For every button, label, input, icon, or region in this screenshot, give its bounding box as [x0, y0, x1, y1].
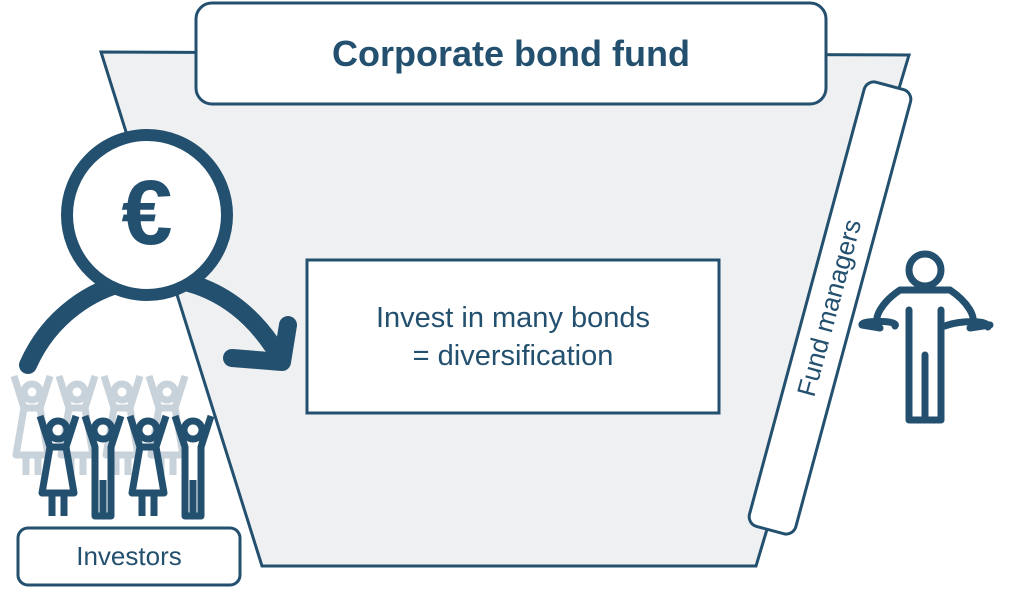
euro-symbol-icon: € [121, 162, 173, 264]
investors-background-icon [10, 376, 185, 475]
fund-managers-box [747, 80, 913, 536]
fund-manager-icon [858, 250, 994, 424]
page-title: Corporate bond fund [332, 33, 690, 74]
euro-coin-icon [61, 129, 233, 301]
arrowhead-icon [223, 316, 297, 371]
investors-box [16, 526, 242, 587]
center-text-line-2: = diversification [412, 340, 614, 372]
investors-icon [36, 416, 211, 520]
title-box [194, 1, 828, 106]
investors-label: Investors [76, 541, 182, 571]
center-box [305, 258, 721, 415]
center-text-line-1: Invest in many bonds [375, 302, 651, 334]
